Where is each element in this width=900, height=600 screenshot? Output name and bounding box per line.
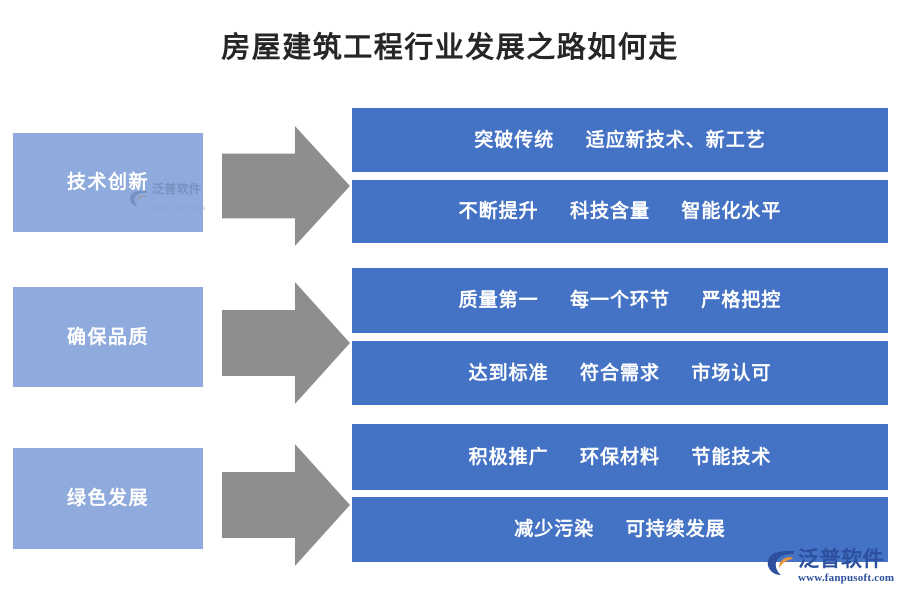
- fanpu-logo: 泛普软件 www.fanpusoft.com: [766, 548, 894, 592]
- stage-box: 绿色发展: [13, 448, 203, 549]
- logo-url: www.fanpusoft.com: [798, 572, 895, 584]
- stage-label: 确保品质: [66, 326, 149, 348]
- statement-text: 突破传统 适应新技术、新工艺: [474, 129, 766, 151]
- statement-text: 达到标准 符合需求 市场认可: [468, 362, 772, 384]
- statement-panel: 质量第一 每一个环节 严格把控: [352, 268, 888, 333]
- statement-text: 不断提升 科技含量 智能化水平: [458, 201, 782, 222]
- stage-label: 技术创新: [66, 172, 149, 193]
- logo-text-block: 泛普软件 www.fanpusoft.com: [798, 548, 894, 585]
- stage-box: 技术创新: [13, 133, 203, 232]
- stage-label: 绿色发展: [66, 488, 149, 509]
- right-arrow-icon: [222, 444, 350, 566]
- statement-panel: 积极推广 环保材料 节能技术: [352, 424, 888, 490]
- statement-panel: 减少污染 可持续发展: [352, 497, 888, 562]
- fanpu-logo-icon: [766, 549, 796, 577]
- right-arrow-icon: [222, 126, 350, 246]
- statement-panel: 达到标准 符合需求 市场认可: [352, 341, 888, 405]
- right-arrow-icon: [222, 282, 350, 404]
- stage-box: 确保品质: [13, 287, 203, 387]
- flow-row: 技术创新 突破传统 适应新技术、新工艺 不断提升 科技含量 智能化水平: [0, 98, 900, 248]
- statement-panel: 突破传统 适应新技术、新工艺: [352, 108, 888, 172]
- statement-text: 减少污染 可持续发展: [514, 519, 726, 540]
- flow-row: 绿色发展 积极推广 环保材料 节能技术 减少污染 可持续发展: [0, 414, 900, 569]
- statement-text: 质量第一 每一个环节 严格把控: [458, 290, 782, 311]
- logo-brand-cn: 泛普软件: [798, 548, 884, 571]
- page-title: 房屋建筑工程行业发展之路如何走: [221, 32, 679, 64]
- flow-row: 确保品质 质量第一 每一个环节 严格把控 达到标准 符合需求 市场认可: [0, 256, 900, 406]
- statement-panel: 不断提升 科技含量 智能化水平: [352, 180, 888, 243]
- statement-text: 积极推广 环保材料 节能技术: [468, 446, 772, 468]
